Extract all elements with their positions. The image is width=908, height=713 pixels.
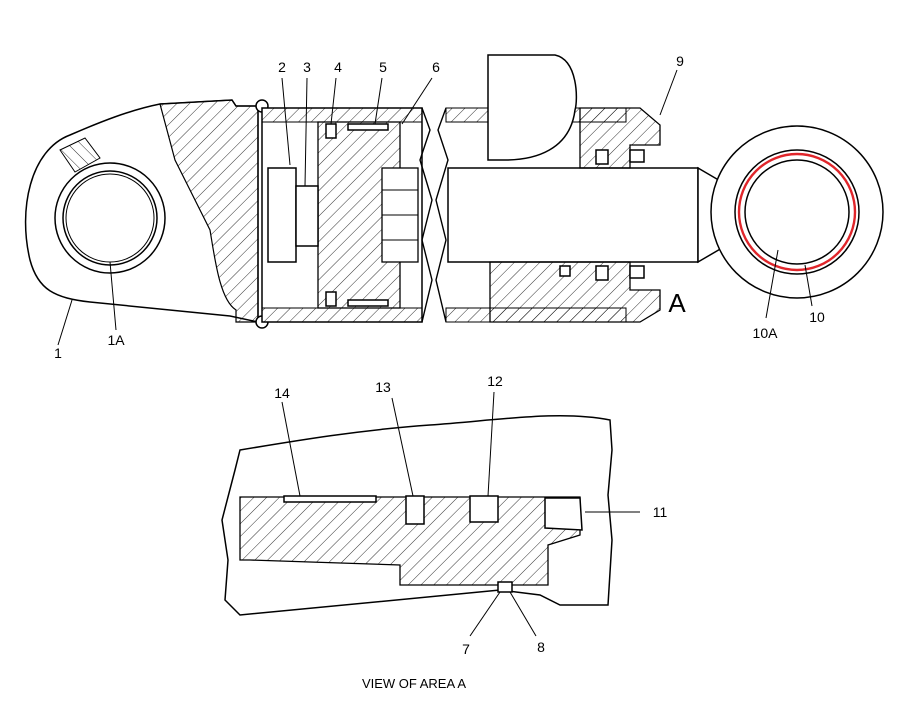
callout-12: 12 [487, 373, 503, 389]
callout-10: 10 [809, 309, 825, 325]
callout-6: 6 [432, 59, 440, 75]
cylinder-head-end [24, 99, 269, 329]
detail-caption: VIEW OF AREA A [362, 676, 466, 691]
callout-8: 8 [537, 639, 545, 655]
callout-7: 7 [462, 641, 470, 657]
callout-5: 5 [379, 59, 387, 75]
callout-1a: 1A [107, 332, 125, 348]
callout-11: 11 [653, 504, 668, 520]
rod-eye [710, 125, 884, 299]
rod-guide-gland [489, 107, 661, 323]
callout-4: 4 [334, 59, 342, 75]
area-marker: A [668, 288, 686, 318]
bearing-highlight-ring [737, 152, 857, 272]
piston-nut [267, 167, 419, 263]
callout-1: 1 [54, 345, 62, 361]
callout-2: 2 [278, 59, 286, 75]
detail-view-area-a [221, 391, 640, 637]
top-leader-lines [57, 69, 813, 346]
callout-14: 14 [274, 385, 290, 401]
callout-9: 9 [676, 53, 684, 69]
callout-13: 13 [375, 379, 391, 395]
callout-10a: 10A [753, 325, 779, 341]
callout-3: 3 [303, 59, 311, 75]
